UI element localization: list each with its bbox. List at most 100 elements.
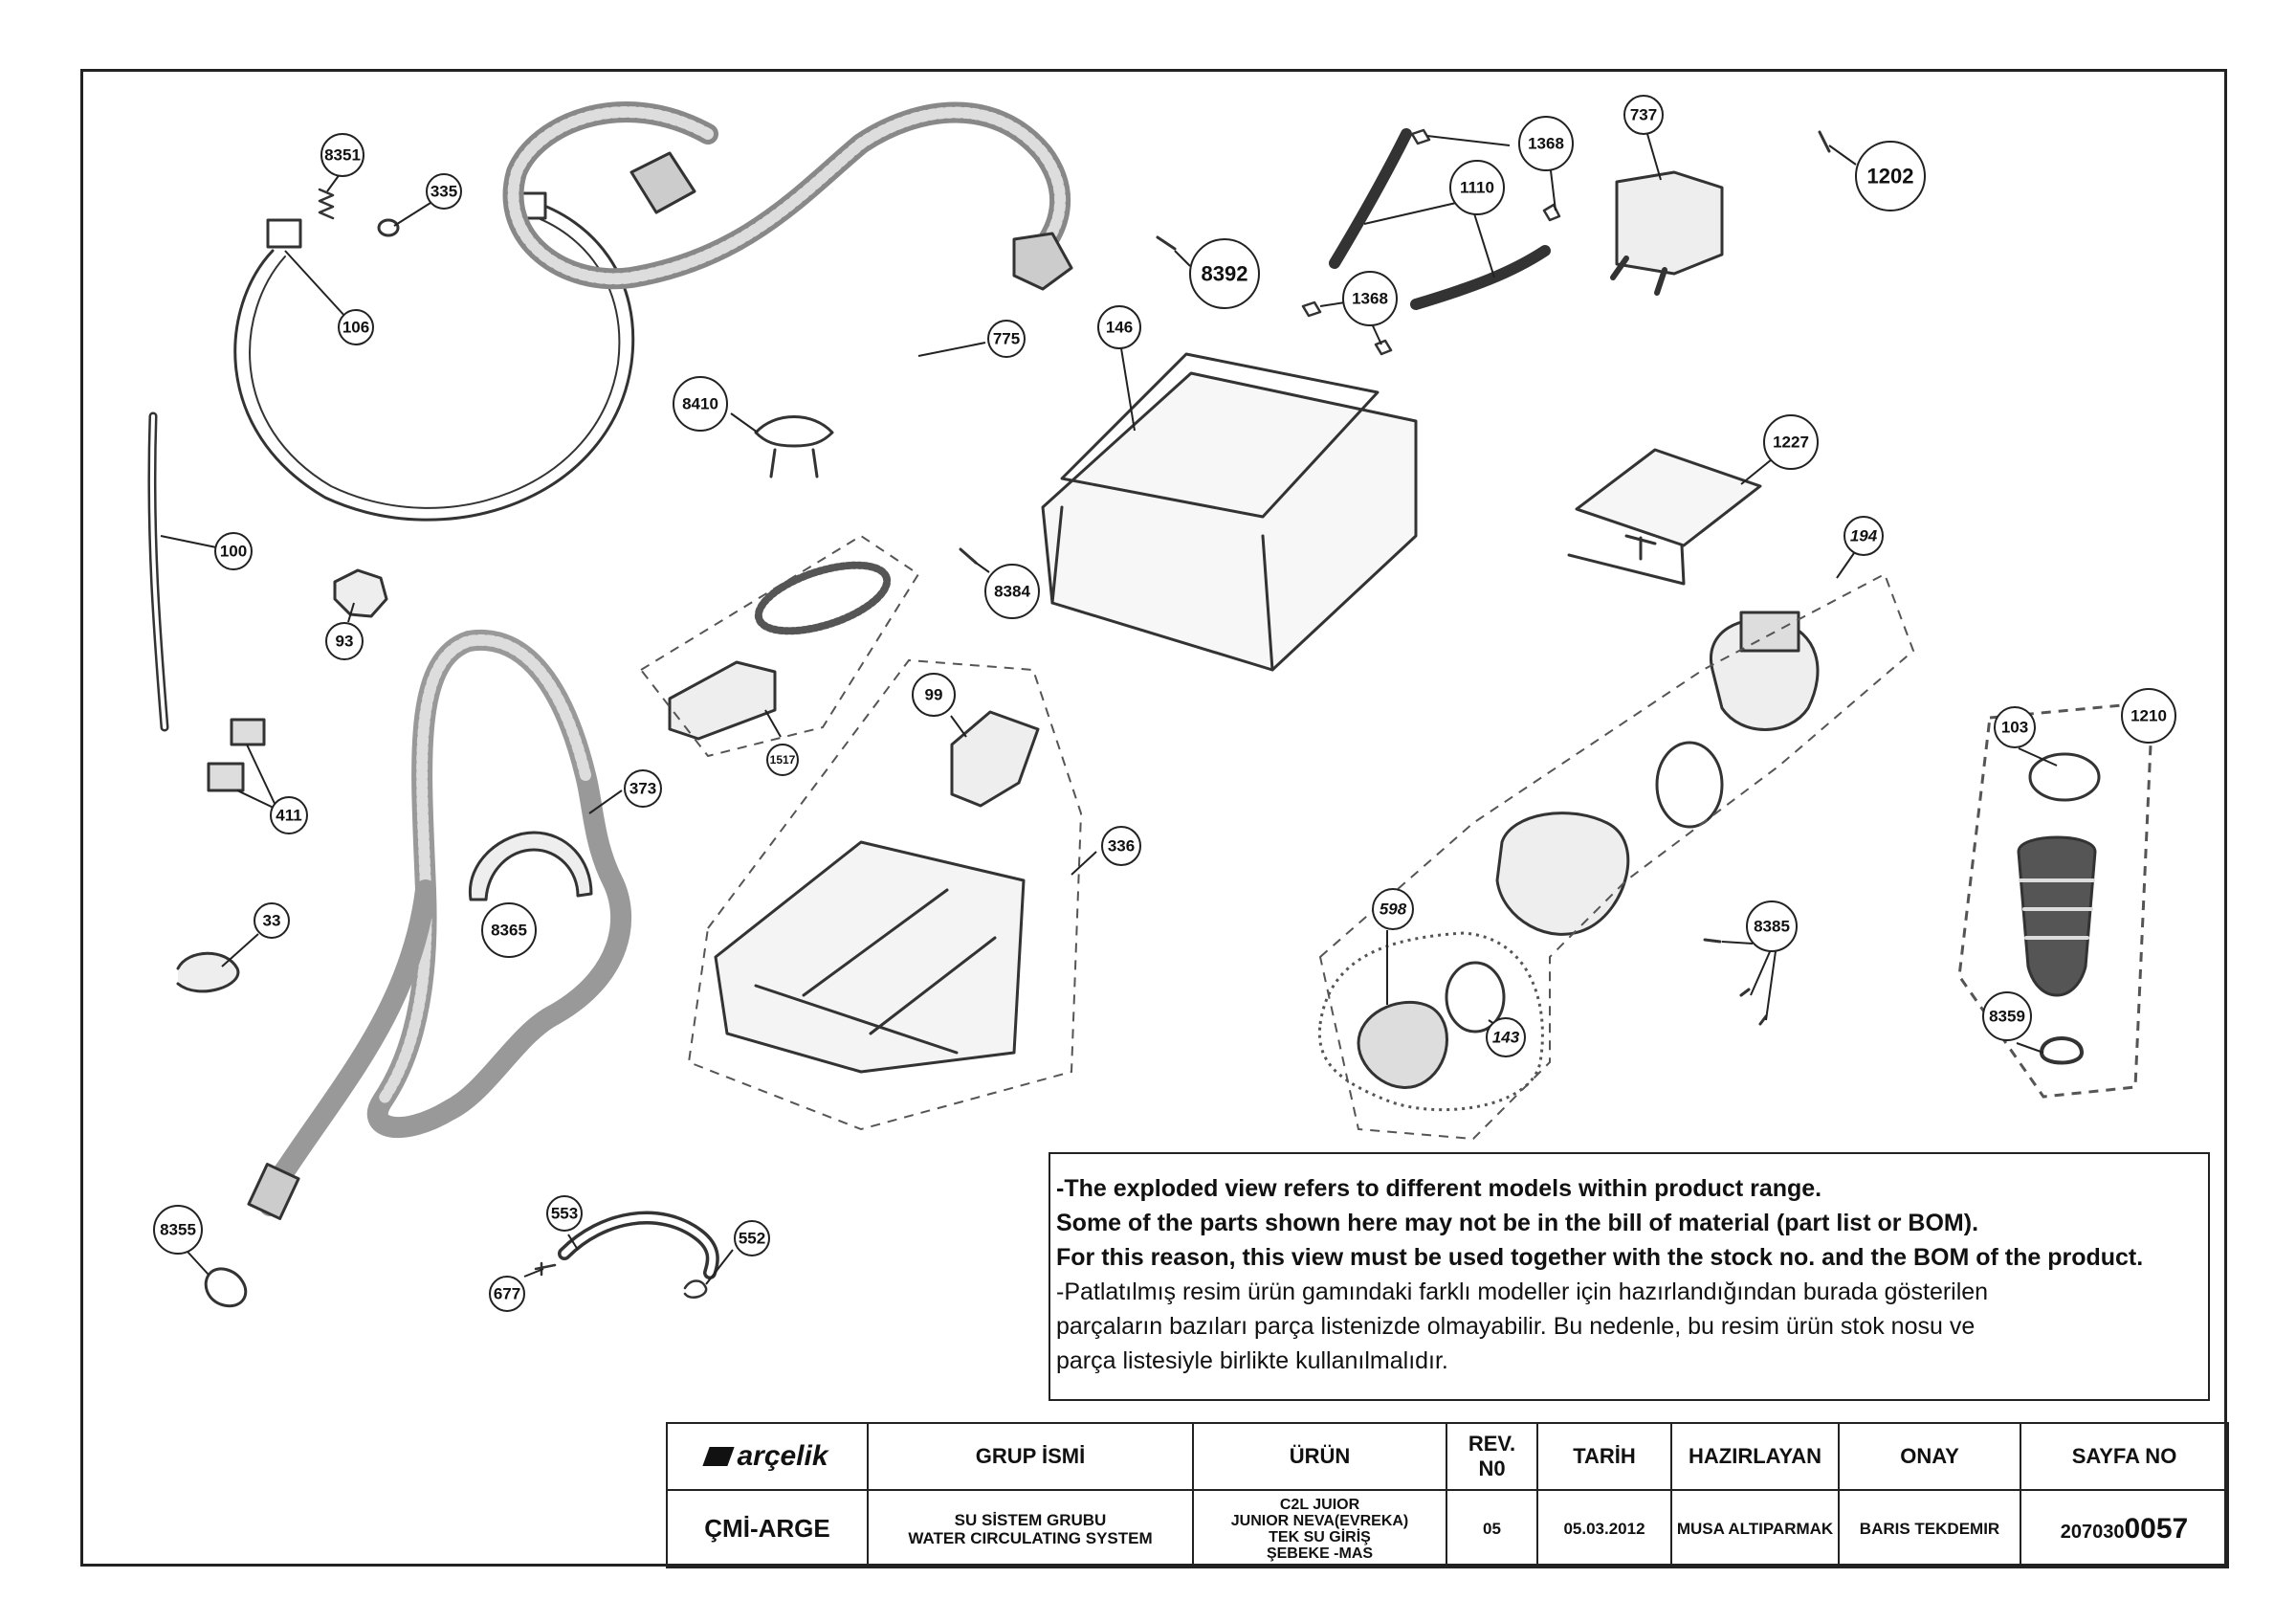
part-33-clamp	[176, 951, 240, 993]
leader-1110	[1363, 202, 1495, 278]
callout-106: 106	[342, 319, 369, 337]
value-group-line2: WATER CIRCULATING SYSTEM	[908, 1528, 1153, 1547]
leader-99	[950, 715, 967, 738]
callout-411: 411	[276, 807, 301, 825]
part-1110-hose-upper	[1329, 128, 1412, 269]
note-line-6: parça listesiyle birlikte kullanılmalıdı…	[1056, 1347, 1448, 1374]
callout-1517: 1517	[770, 753, 796, 767]
part-103-clamp	[2028, 752, 2101, 802]
part-8384-screw	[959, 547, 978, 565]
callout-93: 93	[336, 633, 354, 651]
leader-146	[1120, 347, 1136, 432]
arcelik-logo-text: arçelik	[737, 1440, 828, 1472]
callout-circle-411	[270, 796, 308, 834]
callout-circle-8351	[320, 133, 364, 177]
part-8355-fastener	[204, 1267, 248, 1308]
callout-1110: 1110	[1460, 179, 1494, 197]
callout-circle-99	[912, 673, 956, 717]
callout-circle-598	[1372, 888, 1414, 930]
callout-circle-8355	[153, 1205, 203, 1255]
part-1517-housing	[668, 660, 777, 741]
value-page-no: 2070300057	[2020, 1489, 2229, 1568]
leader-335	[393, 202, 431, 227]
callout-552: 552	[739, 1230, 765, 1248]
value-product-line3: TEK SU GİRİŞ	[1269, 1528, 1371, 1545]
part-553-hose-core	[561, 1214, 717, 1277]
callout-circle-677	[489, 1276, 525, 1312]
leader-8385	[1721, 941, 1777, 1021]
part-373-hose-end	[247, 1163, 300, 1220]
leader-103	[2018, 747, 2058, 767]
header-date: TARİH	[1536, 1422, 1672, 1491]
callout-8351: 8351	[324, 146, 361, 165]
callout-1368-lower: 1368	[1352, 290, 1388, 308]
value-approval: BARIS TEKDEMIR	[1838, 1489, 2021, 1568]
part-93-clip	[333, 568, 388, 618]
part-1227-plate	[1575, 448, 1762, 547]
leader-33	[221, 933, 259, 967]
callout-373: 373	[629, 780, 656, 798]
callout-33: 33	[263, 912, 281, 930]
part-1227-plate-flange	[1567, 534, 1686, 586]
callout-circle-146	[1097, 305, 1141, 349]
group-boundary-194	[1318, 572, 1915, 1141]
part-775-drain-hose	[502, 101, 1071, 290]
callout-194: 194	[1850, 527, 1878, 545]
leader-8410	[730, 412, 759, 434]
part-1202-screw	[1818, 130, 1831, 153]
group-boundary-1210	[1957, 700, 2154, 1099]
header-approval: ONAY	[1838, 1422, 2021, 1491]
callout-circle-737	[1623, 95, 1664, 135]
note-line-1: -The exploded view refers to different m…	[1056, 1175, 1822, 1202]
callout-circle-1227	[1763, 414, 1819, 470]
part-598-filter	[1357, 1000, 1448, 1089]
part-8359-clamp	[2040, 1036, 2084, 1065]
part-775-drain-hose-highlight	[507, 106, 1067, 285]
callout-8355: 8355	[160, 1221, 196, 1239]
callout-circle-373	[624, 769, 662, 808]
part-677-screw	[534, 1261, 557, 1277]
logo-cell: arçelik	[666, 1422, 869, 1491]
callout-336: 336	[1108, 837, 1135, 856]
note-line-2: Some of the parts shown here may not be …	[1056, 1210, 1979, 1236]
leader-737	[1646, 133, 1662, 181]
leader-8355	[187, 1251, 210, 1276]
callout-335: 335	[430, 183, 457, 201]
callout-8365: 8365	[491, 922, 527, 940]
part-99-siphon-cap	[950, 710, 1040, 808]
part-737-valve-outlets	[1610, 256, 1667, 296]
value-date: 05.03.2012	[1536, 1489, 1672, 1568]
value-product-line2: JUNIOR NEVA(EVREKA)	[1230, 1512, 1409, 1529]
value-page-no-prefix: 207030	[2060, 1521, 2125, 1543]
part-1210-bellows-ribs	[2019, 878, 2095, 940]
callout-circle-194	[1843, 516, 1884, 556]
callout-circle-8365	[481, 902, 537, 958]
leader-194	[1836, 552, 1855, 579]
callout-circle-106	[338, 309, 374, 345]
header-revision: REV. N0	[1446, 1422, 1538, 1491]
callout-circle-1210	[2121, 688, 2176, 744]
callout-circle-1368-lower	[1342, 271, 1398, 326]
value-page-no-suffix: 0057	[2124, 1512, 2189, 1545]
group-boundary-1517	[639, 534, 920, 758]
leader-411	[236, 744, 278, 811]
callout-circle-335	[426, 173, 462, 210]
callout-8384: 8384	[994, 583, 1030, 601]
callout-103: 103	[2001, 719, 2028, 737]
value-group-line1: SU SİSTEM GRUBU	[954, 1510, 1107, 1529]
note-line-5: parçaların bazıları parça listenizde olm…	[1056, 1313, 1976, 1340]
part-100-tube-core	[149, 414, 166, 729]
callout-143: 143	[1492, 1029, 1520, 1047]
part-194-pump-housing	[1495, 812, 1630, 936]
leader-8359	[2016, 1042, 2044, 1054]
header-prepared-by: HAZIRLAYAN	[1670, 1422, 1840, 1491]
callout-circle-8385	[1746, 900, 1798, 952]
header-revision-line1: REV.	[1468, 1432, 1516, 1456]
callout-circle-100	[214, 532, 253, 570]
callout-circle-1202	[1855, 141, 1926, 211]
note-line-4: -Patlatılmış resim ürün gamındaki farklı…	[1056, 1278, 1989, 1305]
callout-598: 598	[1380, 900, 1407, 919]
part-106-inlet-hose	[233, 199, 635, 522]
value-group-name: SU SİSTEM GRUBU WATER CIRCULATING SYSTEM	[867, 1489, 1194, 1568]
